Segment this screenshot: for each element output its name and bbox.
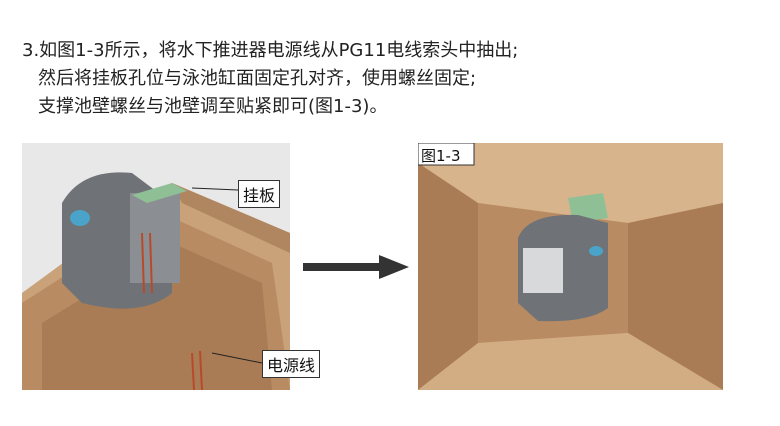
instruction-line-3: 支撑池壁螺丝与池壁调至贴紧即可(图1-3)。 [38,96,388,117]
arrow-icon [303,255,409,279]
power-cable-label: 电源线 [262,350,321,378]
mounting-bracket [132,183,187,203]
figure-caption: 图1-3 [421,147,461,165]
instruction-line-2: 然后将挂板孔位与泳池缸面固定孔对齐，使用螺丝固定; [38,68,477,89]
bracket-label: 挂板 [238,180,281,208]
right-installation-figure [418,143,723,390]
instruction-line-1: 3.如图1-3所示，将水下推进器电源线从PG11电线索头中抽出; [22,40,519,61]
